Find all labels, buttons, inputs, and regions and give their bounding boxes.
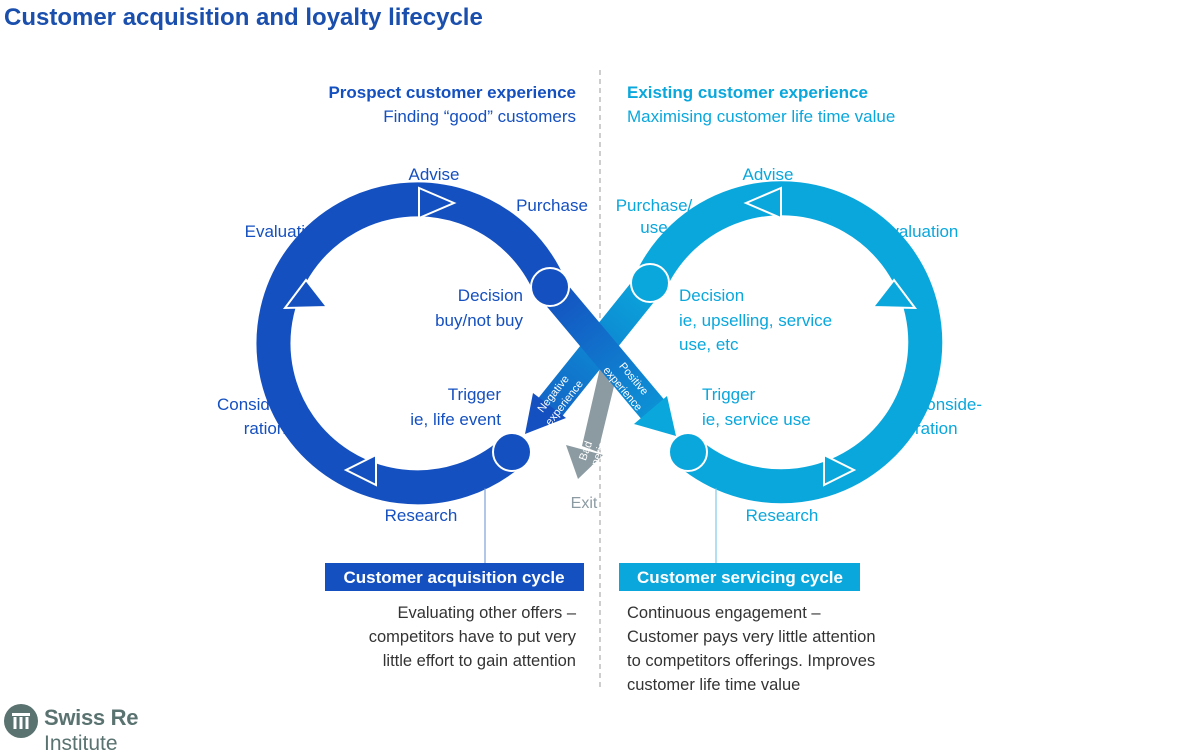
right-purchase-line2: use (640, 218, 667, 237)
positive-experience-arrow (538, 277, 676, 436)
node-decision-right (630, 263, 670, 303)
arrowhead-research-right (823, 453, 857, 487)
right-consideration-line1: Conside- (914, 395, 982, 414)
right-advise-label: Advise (742, 165, 793, 184)
left-trigger-line2: ie, life event (410, 410, 501, 429)
logo-name: Swiss Re (44, 705, 139, 730)
left-decision-line1: Decision (458, 286, 523, 305)
servicing-desc-line3: to competitors offerings. Improves (627, 652, 875, 670)
acquisition-desc-line3: little effort to gain attention (383, 652, 576, 670)
node-trigger-left (492, 432, 532, 472)
left-evaluation-label: Evaluation (245, 222, 324, 241)
exit-label: Exit (571, 495, 598, 512)
right-trigger-line2: ie, service use (702, 410, 811, 429)
node-decision-left (530, 267, 570, 307)
right-decision-line2: ie, upselling, service (679, 311, 832, 330)
arrowhead-research (343, 453, 377, 487)
servicing-desc-line2: Customer pays very little attention (627, 628, 876, 646)
servicing-desc-line1: Continuous engagement – (627, 604, 821, 622)
left-leader-dot (482, 483, 488, 489)
acquisition-desc-line1: Evaluating other offers – (397, 604, 576, 622)
acquisition-desc-line2: competitors have to put very (369, 628, 577, 646)
logo-sub: Institute (44, 732, 118, 755)
servicing-cycle-label: Customer servicing cycle (637, 568, 843, 587)
acquisition-cycle-label: Customer acquisition cycle (343, 568, 564, 587)
left-consideration-line1: Conside- (217, 395, 285, 414)
arrowhead-evaluation-right (870, 278, 918, 310)
node-trigger-right (668, 432, 708, 472)
arrowhead-advise (418, 186, 457, 220)
bad-experience-arrow (566, 368, 616, 479)
right-evaluation-label: Evaluation (879, 222, 958, 241)
swiss-re-logo: Swiss Re Institute (4, 703, 174, 755)
servicing-desc-line4: customer life time value (627, 676, 800, 694)
left-trigger-line1: Trigger (448, 385, 502, 404)
existing-subheading: Maximising customer life time value (627, 107, 895, 126)
page-title: Customer acquisition and loyalty lifecyc… (4, 4, 483, 31)
left-research-label: Research (385, 506, 458, 525)
servicing-cycle-box (619, 563, 860, 591)
right-leader-dot (713, 483, 719, 489)
arrowhead-evaluation (282, 278, 330, 310)
existing-heading: Existing customer experience (627, 83, 868, 102)
prospect-subheading: Finding “good” customers (383, 107, 576, 126)
arrowhead-advise-right (743, 186, 782, 220)
right-decision-line3: use, etc (679, 335, 739, 354)
acquisition-cycle-box (325, 563, 584, 591)
right-trigger-line1: Trigger (702, 385, 756, 404)
prospect-heading: Prospect customer experience (328, 83, 576, 102)
swiss-re-emblem-icon (4, 704, 38, 738)
acquisition-ring (256, 182, 566, 505)
left-consideration-line2: ration (244, 419, 287, 438)
left-decision-line2: buy/not buy (435, 311, 523, 330)
right-consideration-line2: ration (915, 419, 958, 438)
left-purchase-label: Purchase (516, 196, 588, 215)
servicing-ring (634, 181, 943, 504)
right-research-label: Research (746, 506, 819, 525)
right-decision-line1: Decision (679, 286, 744, 305)
left-advise-label: Advise (408, 165, 459, 184)
right-purchase-line1: Purchase/ (616, 196, 693, 215)
